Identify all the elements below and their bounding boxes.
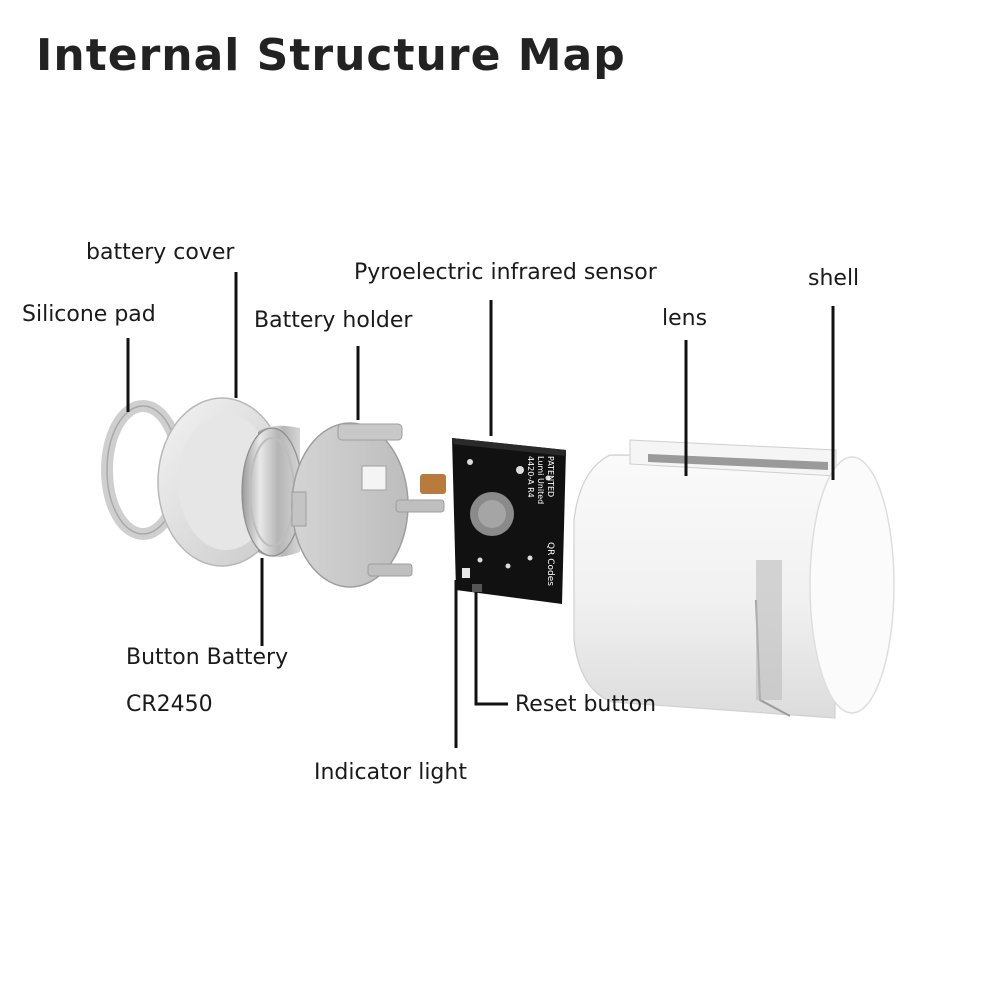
- label-silicone-pad: Silicone pad: [22, 302, 156, 327]
- label-button-battery: Button Battery: [126, 645, 289, 670]
- label-pir-sensor: Pyroelectric infrared sensor: [354, 260, 657, 285]
- label-shell: shell: [808, 266, 860, 291]
- label-lens: lens: [662, 306, 708, 331]
- pcb-text-line1: 4420-A R4: [526, 456, 535, 498]
- pcb-text-line2: Lumi United: [536, 456, 545, 504]
- label-battery-model: CR2450: [126, 692, 213, 717]
- battery-holder-part: [291, 422, 446, 588]
- shell-part: [573, 439, 895, 719]
- label-battery-cover: battery cover: [86, 240, 235, 265]
- lens-part: [648, 454, 828, 470]
- indicator-light-part: [462, 568, 470, 578]
- button-battery-part: [241, 425, 303, 557]
- leader-lines: [126, 272, 835, 748]
- pcb-board: 4420-A R4 Lumi United PATENTED QR Codes: [452, 438, 566, 604]
- pcb-text-qr: QR Codes: [545, 542, 555, 586]
- pcb-text-line3: PATENTED: [546, 456, 555, 497]
- reset-button-part: [472, 584, 482, 592]
- page-title: Internal Structure Map: [36, 30, 626, 81]
- label-reset-button: Reset button: [515, 692, 657, 717]
- label-indicator-light: Indicator light: [314, 760, 467, 785]
- leader-reset-button: [474, 592, 508, 706]
- label-battery-holder: Battery holder: [254, 308, 413, 333]
